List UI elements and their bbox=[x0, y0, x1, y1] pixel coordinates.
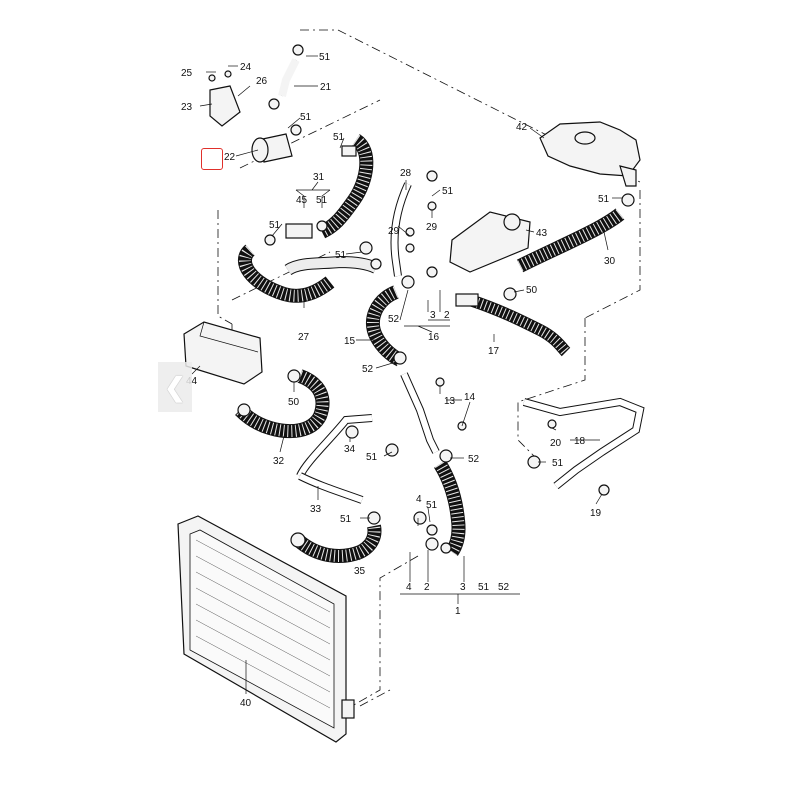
radiator-40 bbox=[177, 515, 355, 743]
callout-3: 3 bbox=[460, 582, 466, 593]
callout-18: 18 bbox=[574, 436, 586, 447]
callout-51: 51 bbox=[269, 220, 281, 231]
callout-35: 35 bbox=[354, 566, 366, 577]
auxiliary-water-pump-22 bbox=[208, 70, 293, 163]
callout-1: 1 bbox=[455, 606, 461, 617]
callout-31: 31 bbox=[313, 172, 325, 183]
coolant-pipes bbox=[296, 182, 645, 504]
callout-52: 52 bbox=[362, 364, 374, 375]
callout-19: 19 bbox=[590, 508, 602, 519]
callout-52: 52 bbox=[388, 314, 400, 325]
callout-17: 17 bbox=[488, 346, 500, 357]
callout-3: 3 bbox=[430, 310, 436, 321]
callout-51: 51 bbox=[442, 186, 454, 197]
callout-13: 13 bbox=[444, 396, 456, 407]
callout-2: 2 bbox=[424, 582, 430, 593]
callout-23: 23 bbox=[181, 102, 193, 113]
callout-29: 29 bbox=[388, 226, 400, 237]
callout-26: 26 bbox=[256, 76, 268, 87]
callout-33: 33 bbox=[310, 504, 322, 515]
callout-27: 27 bbox=[298, 332, 310, 343]
callout-43: 43 bbox=[536, 228, 548, 239]
oil-cooler-44 bbox=[183, 321, 263, 385]
callout-51: 51 bbox=[426, 500, 438, 511]
callout-34: 34 bbox=[344, 444, 356, 455]
callout-16: 16 bbox=[428, 332, 440, 343]
callout-50: 50 bbox=[526, 285, 538, 296]
callout-51: 51 bbox=[598, 194, 610, 205]
expansion-tank-42 bbox=[539, 121, 641, 187]
callout-50: 50 bbox=[288, 397, 300, 408]
callout-51: 51 bbox=[333, 132, 345, 143]
callout-52: 52 bbox=[468, 454, 480, 465]
callout-29: 29 bbox=[426, 222, 438, 233]
callout-2: 2 bbox=[444, 310, 450, 321]
callout-20: 20 bbox=[550, 438, 562, 449]
coolant-hoses bbox=[235, 58, 625, 563]
selected-part-highlight[interactable] bbox=[201, 148, 223, 170]
callout-14: 14 bbox=[464, 392, 476, 403]
callout-51: 51 bbox=[366, 452, 378, 463]
callout-labels: 51 25 24 26 21 23 51 22 51 31 45 51 51 5… bbox=[181, 52, 616, 709]
chevron-left-icon: ❮ bbox=[164, 371, 186, 402]
callout-21: 21 bbox=[320, 82, 332, 93]
previous-image-button[interactable]: ❮ bbox=[158, 362, 192, 412]
callout-4: 4 bbox=[416, 494, 422, 505]
callout-51: 51 bbox=[335, 250, 347, 261]
callout-52: 52 bbox=[498, 582, 510, 593]
callout-51: 51 bbox=[478, 582, 490, 593]
callout-51: 51 bbox=[552, 458, 564, 469]
callout-40: 40 bbox=[240, 698, 252, 709]
callout-leaders bbox=[191, 55, 622, 694]
clamps-and-fasteners bbox=[237, 44, 635, 554]
callout-4: 4 bbox=[406, 582, 412, 593]
callout-24: 24 bbox=[240, 62, 252, 73]
callout-51: 51 bbox=[300, 112, 312, 123]
callout-42: 42 bbox=[516, 122, 528, 133]
callout-15: 15 bbox=[344, 336, 356, 347]
callout-45: 45 bbox=[296, 195, 308, 206]
callout-28: 28 bbox=[400, 168, 412, 179]
thermostat-housing-43 bbox=[449, 211, 531, 273]
callout-51: 51 bbox=[316, 195, 328, 206]
callout-32: 32 bbox=[273, 456, 285, 467]
callout-51: 51 bbox=[340, 514, 352, 525]
callout-51: 51 bbox=[319, 52, 331, 63]
callout-30: 30 bbox=[604, 256, 616, 267]
callout-25: 25 bbox=[181, 68, 193, 79]
callout-22: 22 bbox=[224, 152, 236, 163]
